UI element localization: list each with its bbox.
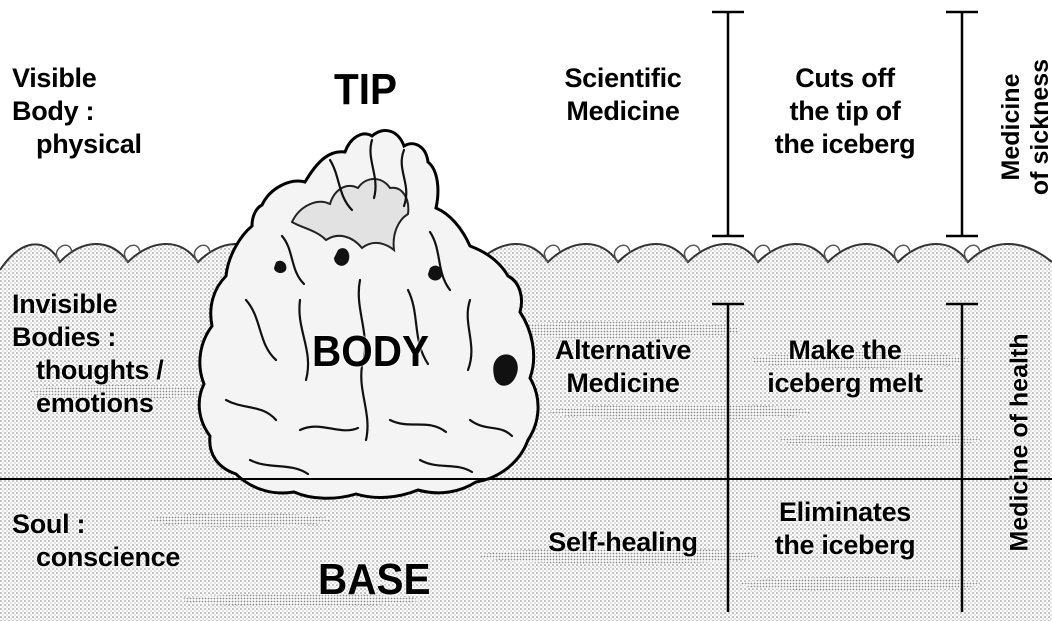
invisible-line-1: Invisible	[12, 288, 163, 321]
visible-line-2: Body :	[12, 95, 142, 128]
bracket-sickness-col2	[946, 12, 978, 236]
iceberg	[199, 131, 538, 499]
scientific-medicine-label: Scientific Medicine	[548, 62, 698, 128]
alternative-line-1: Alternative	[543, 334, 703, 367]
invisible-bodies-label: Invisible Bodies : thoughts / emotions	[12, 288, 163, 420]
make-melt-label: Make the iceberg melt	[750, 334, 940, 400]
cuts-line-2: the tip of	[760, 95, 930, 128]
alternative-medicine-label: Alternative Medicine	[543, 334, 703, 400]
sickness-line-2: of sickness	[1026, 47, 1052, 207]
layer-tip: TIP	[334, 68, 397, 112]
soul-line-1: Soul :	[12, 508, 180, 541]
eliminates-line-1: Eliminates	[760, 496, 930, 529]
invisible-line-3: thoughts /	[12, 354, 163, 387]
medicine-of-health-label: Medicine of health	[1006, 318, 1035, 568]
self-healing-line-1: Self-healing	[543, 526, 703, 559]
visible-body-label: Visible Body : physical	[12, 62, 142, 161]
scientific-line-1: Scientific	[548, 62, 698, 95]
melt-line-1: Make the	[750, 334, 940, 367]
soul-line-2: conscience	[12, 541, 180, 574]
cuts-line-1: Cuts off	[760, 62, 930, 95]
visible-line-1: Visible	[12, 62, 142, 95]
layer-body: BODY	[312, 330, 429, 374]
alternative-line-2: Medicine	[543, 367, 703, 400]
invisible-line-4: emotions	[12, 387, 163, 420]
invisible-line-2: Bodies :	[12, 321, 163, 354]
bracket-sickness-col1	[712, 12, 744, 236]
eliminates-line-2: the iceberg	[760, 529, 930, 562]
eliminates-label: Eliminates the iceberg	[760, 496, 930, 562]
sickness-line-1: Medicine	[997, 47, 1026, 207]
cuts-off-label: Cuts off the tip of the iceberg	[760, 62, 930, 161]
layer-base: BASE	[318, 558, 430, 602]
soul-label: Soul : conscience	[12, 508, 180, 574]
self-healing-label: Self-healing	[543, 526, 703, 559]
melt-line-2: iceberg melt	[750, 367, 940, 400]
scientific-line-2: Medicine	[548, 95, 698, 128]
health-line-1: Medicine of health	[1006, 318, 1035, 568]
visible-line-3: physical	[12, 128, 142, 161]
medicine-of-sickness-label: Medicine of sickness	[997, 47, 1052, 207]
cuts-line-3: the iceberg	[760, 128, 930, 161]
